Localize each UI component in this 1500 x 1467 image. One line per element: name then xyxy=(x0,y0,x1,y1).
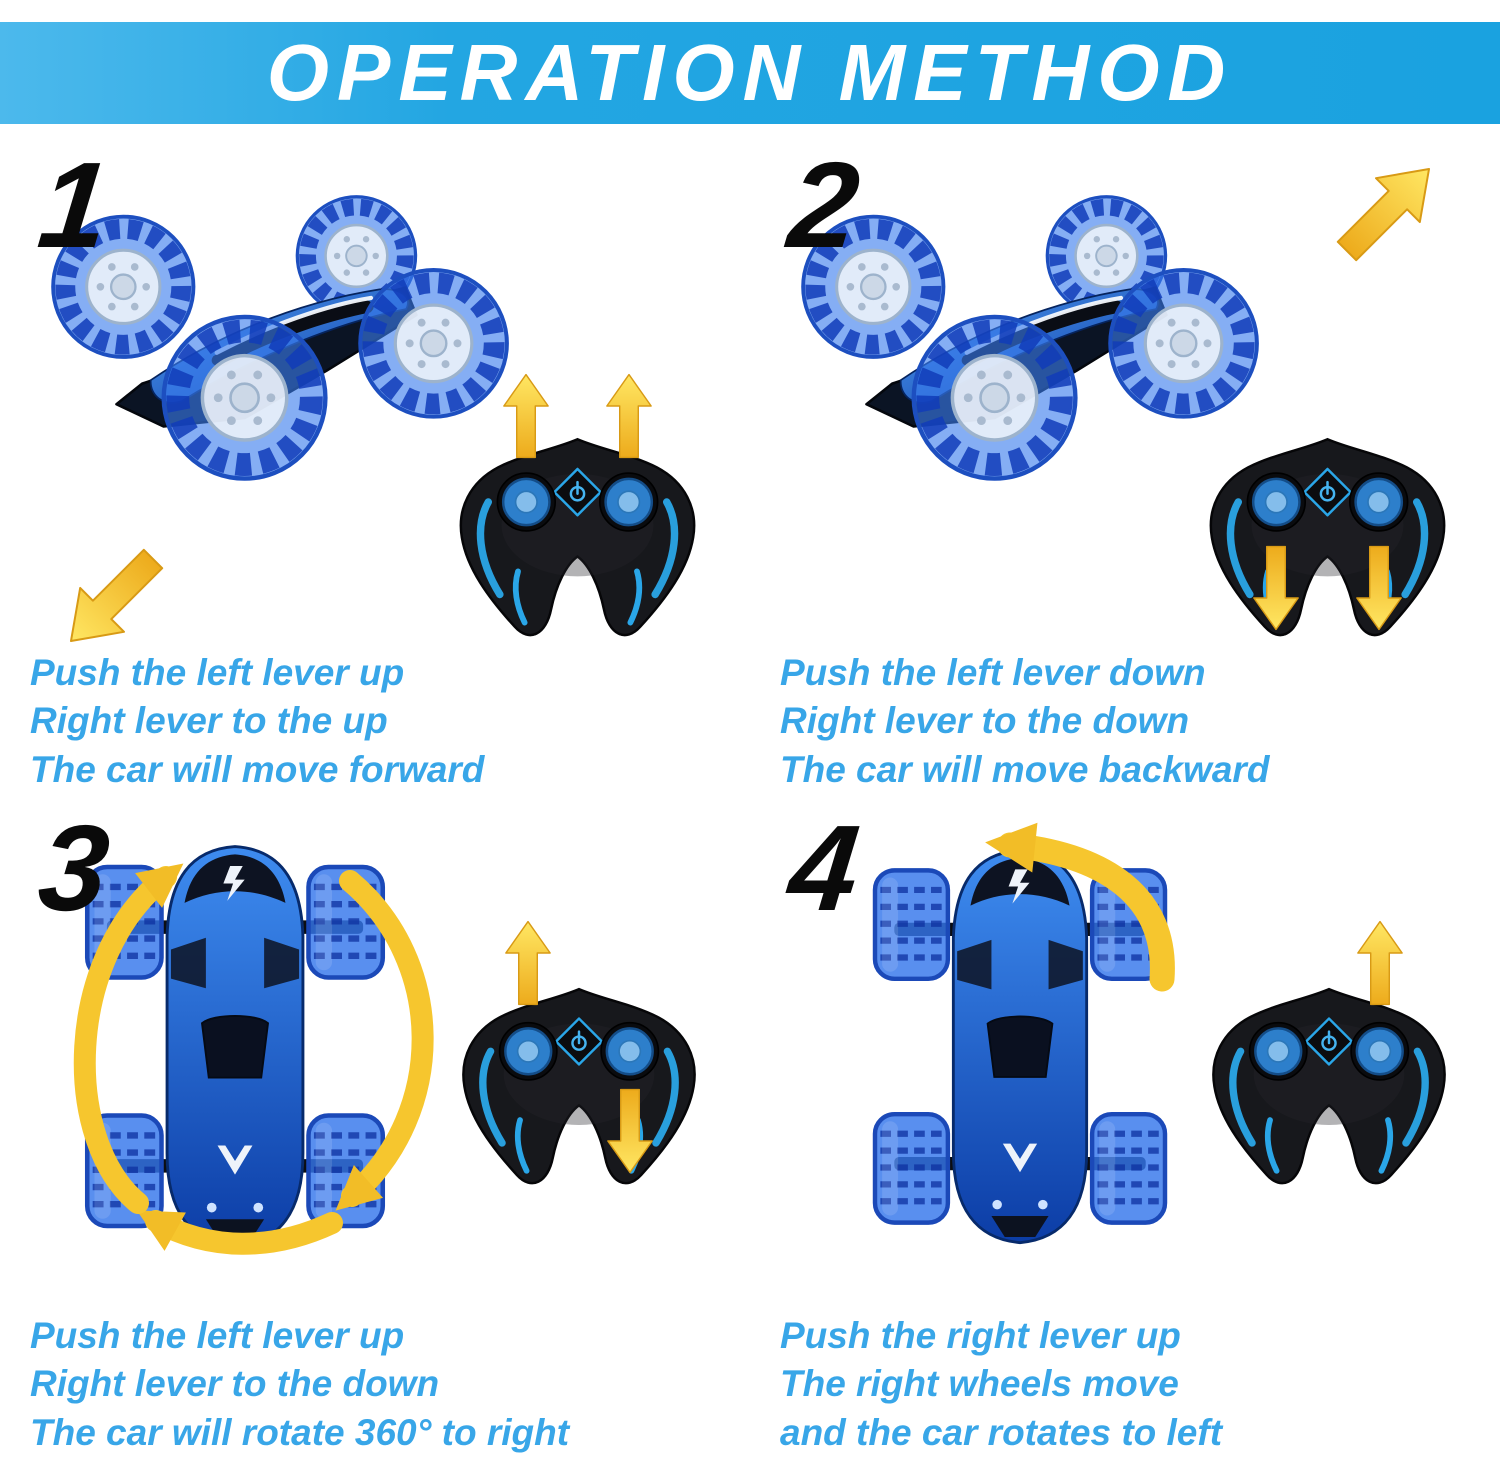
caption-line: Push the left lever up xyxy=(30,1314,405,1356)
step-2-panel: 2 Push the left lever down Right lever t… xyxy=(750,137,1500,803)
caption-line: The car will move backward xyxy=(780,749,1270,791)
right-lever-up-arrow-icon xyxy=(606,373,652,459)
steps-grid: 1 Push the left lever up Right lever to … xyxy=(0,137,1500,1466)
caption-line: Right lever to the down xyxy=(30,1363,440,1405)
caption-line: Push the right lever up xyxy=(780,1314,1181,1356)
remote-controller-illustration xyxy=(1211,439,1444,635)
caption-line: The right wheels move xyxy=(780,1363,1179,1405)
caption-line: The car will rotate 360° to right xyxy=(30,1412,570,1454)
step-1-illustration xyxy=(48,148,720,664)
turn-left-arrow-icon xyxy=(985,822,1175,992)
step-3-caption: Push the left lever up Right lever to th… xyxy=(30,1312,569,1458)
remote-controller-illustration xyxy=(463,989,694,1183)
left-lever-up-arrow-icon xyxy=(505,920,551,1006)
step-number: 2 xyxy=(782,137,866,273)
caption-line: and the car rotates to left xyxy=(780,1412,1223,1454)
step-3-illustration xyxy=(73,811,720,1255)
remote-controller-illustration xyxy=(1213,989,1444,1183)
caption-line: The car will move forward xyxy=(30,749,485,791)
step-4-panel: 4 Push the right lever up The right whee… xyxy=(750,800,1500,1466)
step-number: 4 xyxy=(782,800,866,936)
step-1-caption: Push the left lever up Right lever to th… xyxy=(30,649,484,795)
stunt-car-top-illustration xyxy=(875,850,1165,1242)
step-number: 3 xyxy=(32,800,116,936)
caption-line: Right lever to the up xyxy=(30,700,388,742)
step-4-caption: Push the right lever up The right wheels… xyxy=(780,1312,1222,1458)
step-4-illustration xyxy=(770,822,1470,1351)
backward-arrow-icon xyxy=(1324,148,1452,274)
header-banner: OPERATION METHOD xyxy=(0,22,1500,124)
caption-line: Push the left lever down xyxy=(780,651,1206,693)
step-2-caption: Push the left lever down Right lever to … xyxy=(780,649,1269,795)
stunt-car-illustration xyxy=(53,197,507,479)
left-lever-up-arrow-icon xyxy=(503,373,549,459)
rotation-arrow-icon xyxy=(73,863,434,1255)
page-title: OPERATION METHOD xyxy=(266,28,1234,117)
right-lever-up-arrow-icon xyxy=(1357,920,1403,1006)
remote-controller-illustration xyxy=(461,439,694,635)
caption-line: Right lever to the down xyxy=(780,700,1190,742)
forward-arrow-icon xyxy=(48,536,176,664)
caption-line: Push the left lever up xyxy=(30,651,405,693)
step-2-illustration xyxy=(770,148,1452,688)
step-number: 1 xyxy=(32,137,116,273)
step-3-panel: 3 Push the left lever up Right lever xyxy=(0,800,750,1466)
step-1-panel: 1 Push the left lever up Right lever to … xyxy=(0,137,750,803)
stunt-car-illustration xyxy=(803,197,1257,479)
